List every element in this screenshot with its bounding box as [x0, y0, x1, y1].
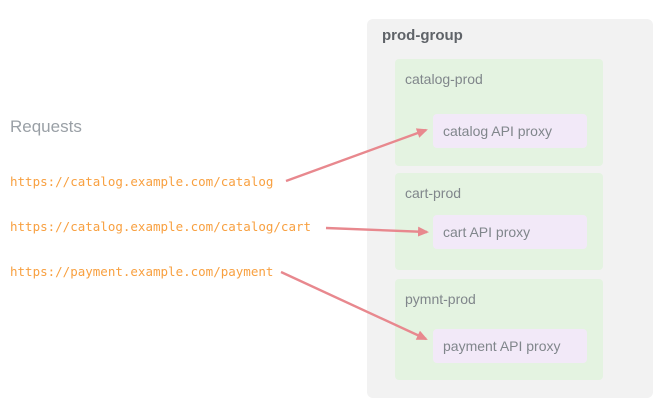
requests-heading: Requests [10, 117, 82, 136]
environment-box-catalog-prod: catalog-prod catalog API proxy [395, 59, 603, 166]
environment-label-pymnt-prod: pymnt-prod [405, 291, 476, 307]
request-url-catalog: https://catalog.example.com/catalog [10, 174, 274, 189]
request-url-payment: https://payment.example.com/payment [10, 264, 274, 279]
environment-group-box: prod-group catalog-prod catalog API prox… [367, 19, 653, 398]
api-proxy-box-payment: payment API proxy [433, 329, 587, 363]
environment-box-cart-prod: cart-prod cart API proxy [395, 173, 603, 270]
environment-label-cart-prod: cart-prod [405, 185, 462, 201]
api-proxy-box-catalog: catalog API proxy [433, 114, 587, 148]
request-url-catalog-cart: https://catalog.example.com/catalog/cart [10, 219, 312, 234]
api-proxy-box-cart: cart API proxy [433, 215, 587, 249]
environment-box-pymnt-prod: pymnt-prod payment API proxy [395, 279, 603, 380]
environment-group-title: prod-group [382, 27, 463, 44]
environment-label-catalog-prod: catalog-prod [405, 71, 483, 87]
